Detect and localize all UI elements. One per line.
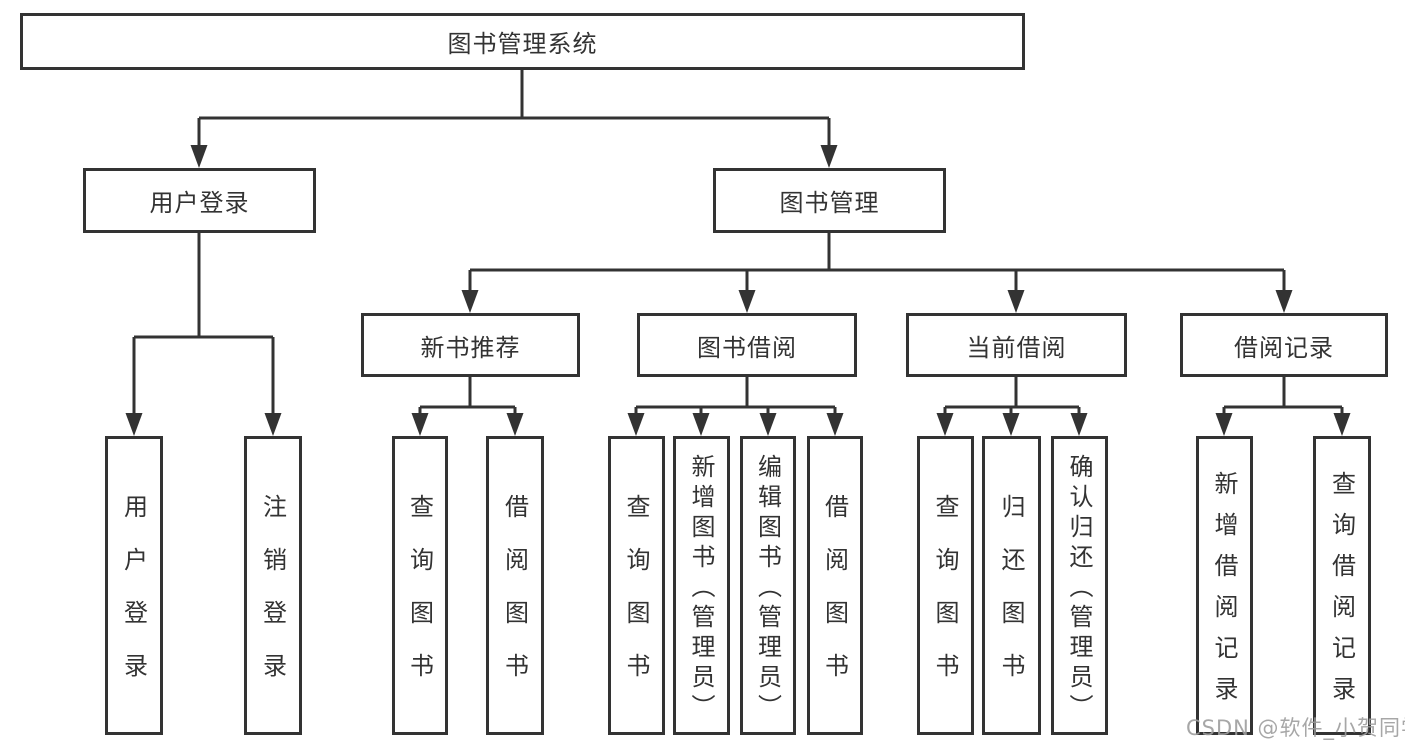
leaf-box-borrowing-borrow-books: 借阅图书 bbox=[807, 436, 863, 735]
connector-group bbox=[936, 377, 1088, 436]
arrowhead-icon bbox=[692, 413, 710, 436]
csdn-watermark: CSDN @软件_小贺同学 bbox=[1186, 716, 1405, 740]
node-box-borrow-records: 借阅记录 bbox=[1180, 313, 1388, 377]
leaf-box-current-query-books: 查询图书 bbox=[917, 436, 974, 735]
leaf-box-current-confirm-return-admin: 确认归还（管理员） bbox=[1051, 436, 1108, 735]
node-box-book-management: 图书管理 bbox=[713, 168, 946, 233]
arrowhead-icon bbox=[190, 145, 208, 168]
node-label: 编辑图书（管理员） bbox=[753, 453, 782, 724]
leaf-box-newbook-query-books: 查询图书 bbox=[392, 436, 448, 735]
arrowhead-icon bbox=[1215, 413, 1233, 436]
node-label: 查询借阅记录 bbox=[1327, 471, 1356, 717]
arrowhead-icon bbox=[1002, 413, 1020, 436]
node-label: 借阅图书 bbox=[500, 494, 529, 706]
node-label: 查询图书 bbox=[405, 494, 434, 706]
leaf-box-borrowing-query-books: 查询图书 bbox=[608, 436, 665, 735]
arrowhead-icon bbox=[461, 290, 479, 313]
node-label: 查询图书 bbox=[931, 494, 959, 706]
node-box-new-book-recommend: 新书推荐 bbox=[361, 313, 580, 377]
node-label: 注销登录 bbox=[258, 494, 287, 706]
node-label: 用户登录 bbox=[119, 494, 148, 706]
leaf-box-logout: 注销登录 bbox=[244, 436, 302, 735]
connector-group bbox=[190, 70, 838, 168]
node-label: 借阅图书 bbox=[820, 494, 849, 706]
arrowhead-icon bbox=[1007, 290, 1025, 313]
arrowhead-icon bbox=[627, 413, 645, 436]
arrowhead-icon bbox=[826, 413, 844, 436]
node-box-book-borrowing: 图书借阅 bbox=[637, 313, 857, 377]
leaf-box-records-query-record: 查询借阅记录 bbox=[1313, 436, 1371, 735]
node-label: 借阅记录 bbox=[1234, 333, 1334, 362]
leaf-box-current-return-books: 归还图书 bbox=[982, 436, 1041, 735]
node-label: 新增借阅记录 bbox=[1210, 471, 1238, 717]
leaf-box-borrowing-edit-books-admin: 编辑图书（管理员） bbox=[740, 436, 796, 735]
leaf-box-records-add-record: 新增借阅记录 bbox=[1196, 436, 1253, 735]
node-box-current-borrowing: 当前借阅 bbox=[906, 313, 1127, 377]
connector-group bbox=[125, 233, 282, 436]
connector-group bbox=[411, 377, 524, 436]
arrowhead-icon bbox=[759, 413, 777, 436]
node-label: 新增图书（管理员） bbox=[687, 453, 715, 724]
node-label: 图书借阅 bbox=[697, 333, 797, 362]
leaf-box-borrowing-add-books-admin: 新增图书（管理员） bbox=[673, 436, 730, 735]
leaf-box-newbook-borrow-books: 借阅图书 bbox=[486, 436, 544, 735]
arrowhead-icon bbox=[125, 413, 143, 436]
node-label: 归还图书 bbox=[997, 494, 1025, 706]
arrowhead-icon bbox=[936, 413, 954, 436]
connector-group bbox=[1215, 377, 1351, 436]
node-label: 查询图书 bbox=[622, 494, 650, 706]
arrowhead-icon bbox=[1333, 413, 1351, 436]
arrowhead-icon bbox=[264, 413, 282, 436]
node-label: 新书推荐 bbox=[420, 333, 521, 362]
arrowhead-icon bbox=[1275, 290, 1293, 313]
leaf-box-user-login: 用户登录 bbox=[105, 436, 163, 735]
arrowhead-icon bbox=[411, 413, 429, 436]
arrowhead-icon bbox=[1070, 413, 1088, 436]
node-label: 图书管理 bbox=[779, 189, 880, 217]
node-label: 确认归还（管理员） bbox=[1065, 453, 1093, 724]
arrowhead-icon bbox=[506, 413, 524, 436]
node-box-root: 图书管理系统 bbox=[20, 13, 1025, 70]
node-label: 图书管理系统 bbox=[447, 30, 598, 58]
node-box-user-login-group: 用户登录 bbox=[83, 168, 316, 233]
connector-group bbox=[627, 377, 844, 436]
arrowhead-icon bbox=[820, 145, 838, 168]
node-label: 当前借阅 bbox=[966, 333, 1067, 362]
connector-group bbox=[461, 233, 1293, 313]
node-label: 用户登录 bbox=[149, 189, 250, 217]
arrowhead-icon bbox=[738, 290, 756, 313]
